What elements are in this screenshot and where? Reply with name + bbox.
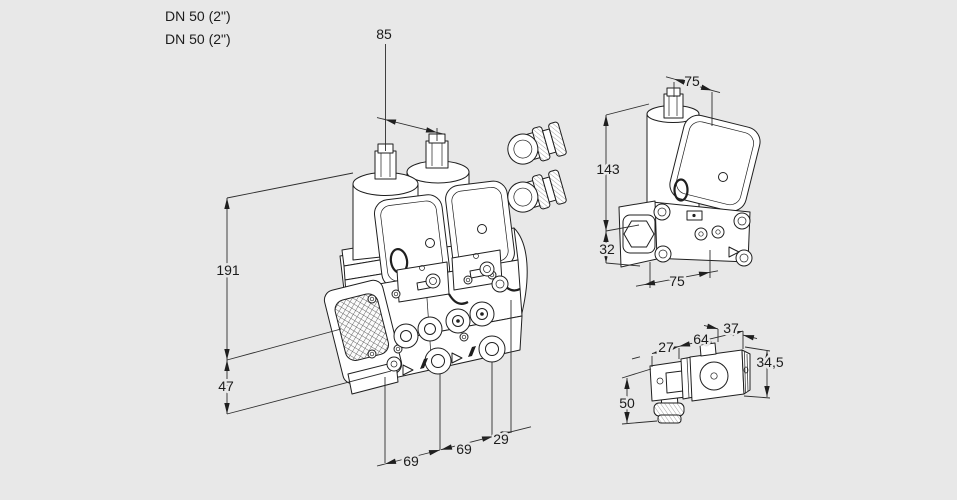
main-valve-view [323, 133, 528, 395]
dim-69-mid: 69 [456, 441, 472, 457]
cable-gland-1 [503, 120, 568, 171]
dim-191: 191 [216, 262, 240, 278]
dim-47: 47 [218, 378, 234, 394]
hex-nut [623, 220, 655, 248]
dim-143: 143 [596, 161, 620, 177]
body-screws [367, 270, 497, 359]
switch-body [689, 342, 751, 402]
dim-32: 32 [599, 241, 615, 257]
dim-64: 64 [693, 331, 709, 347]
cable-hook-1 [448, 293, 469, 305]
inlet-flange [323, 279, 403, 385]
dim-50: 50 [619, 395, 635, 411]
dim-75-bottom: 75 [669, 273, 685, 289]
dim-34-5: 34,5 [756, 354, 783, 370]
side-flange [618, 200, 658, 268]
cable-gland-2 [503, 168, 568, 219]
flow-arrow-1 [402, 364, 414, 376]
dim-29: 29 [493, 431, 509, 447]
dn-label-2: DN 50 (2") [165, 31, 231, 47]
pressure-taps [386, 261, 509, 375]
dimension-lines [224, 44, 771, 467]
dim-75-top: 75 [684, 73, 700, 89]
valve-ports [393, 301, 495, 349]
dn-label-1: DN 50 (2") [165, 8, 231, 24]
dim-27: 27 [658, 339, 674, 355]
dim-85: 85 [376, 26, 392, 42]
side-conduit-opening [673, 178, 689, 202]
side-valve-view [618, 87, 761, 268]
dim-69-left: 69 [403, 453, 419, 469]
accessory-view [649, 338, 751, 424]
side-flow-arrow [728, 246, 740, 258]
side-cover [669, 114, 761, 212]
flow-arrow-2 [451, 352, 463, 364]
switch-face [699, 361, 729, 391]
cable-gland-accessory [653, 402, 685, 424]
connector-box [649, 360, 687, 402]
dim-37: 37 [723, 320, 739, 336]
dimension-labels: DN 50 (2") DN 50 (2") 85 191 47 69 69 29… [163, 6, 787, 472]
